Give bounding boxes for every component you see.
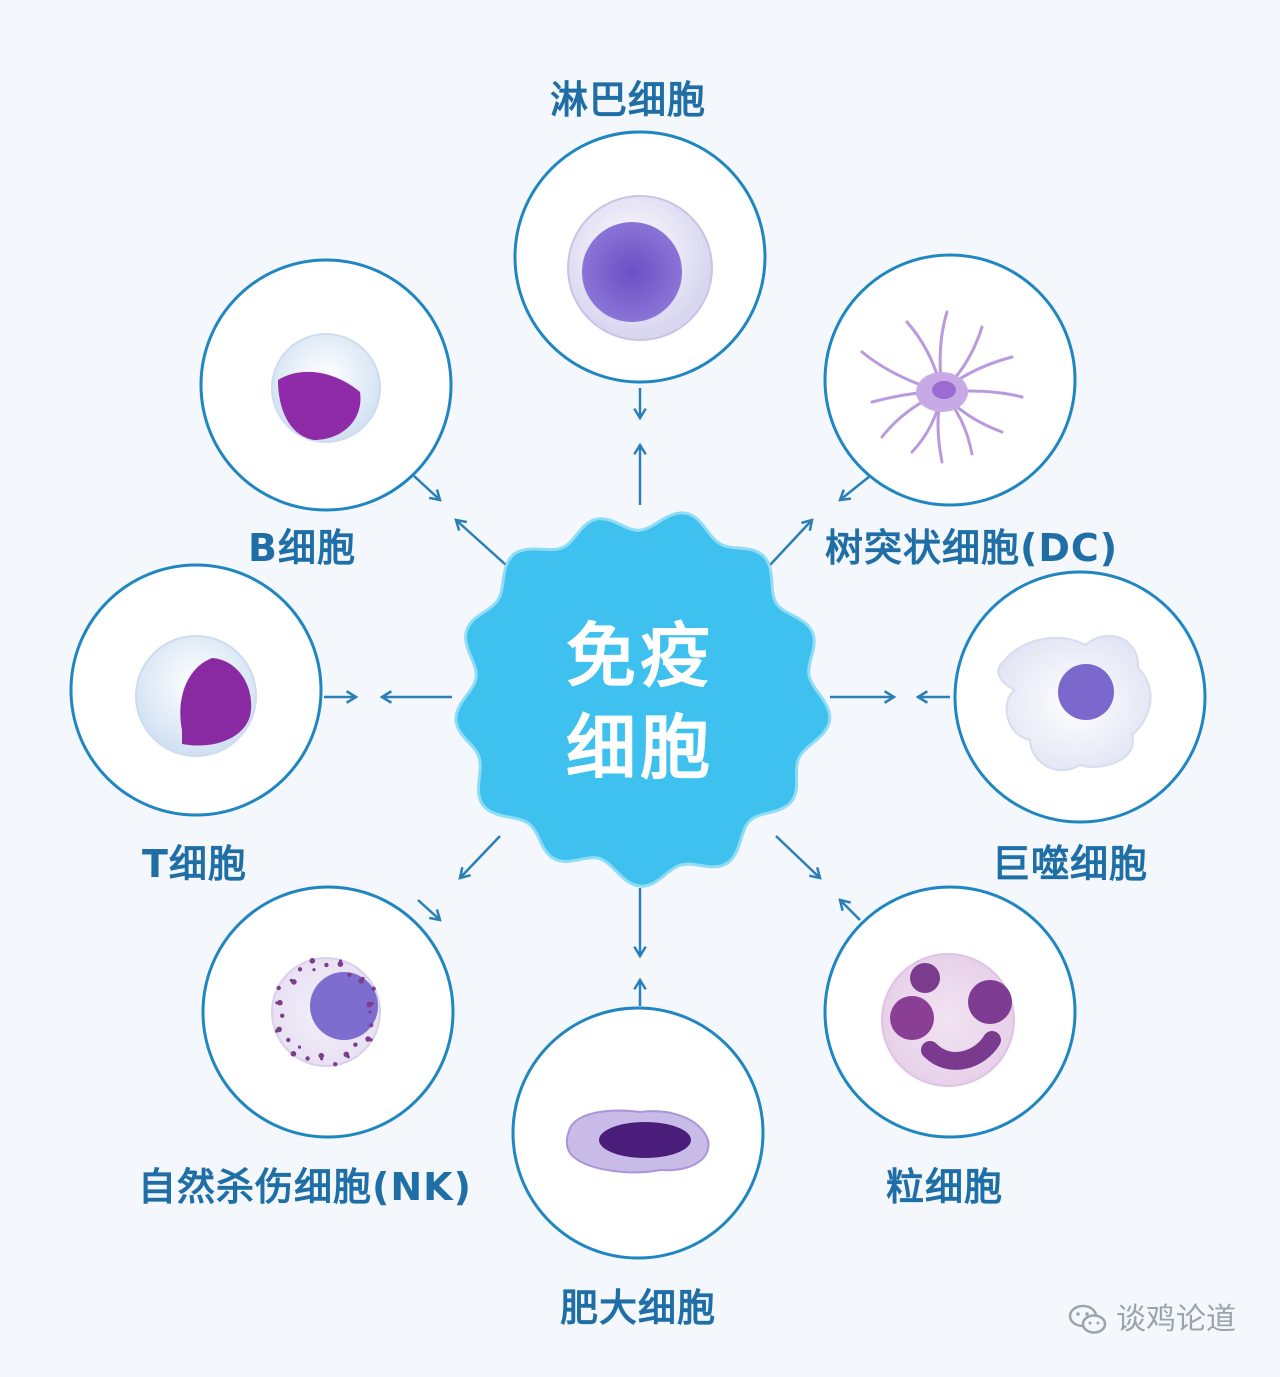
label-granulocyte: 粒细胞 [886, 1165, 1004, 1209]
label-t: T细胞 [142, 842, 247, 886]
lymphocyte-cell-image [567, 195, 713, 341]
dendritic-cell-image [860, 310, 1024, 464]
arrowhead [428, 909, 442, 922]
arrow-line [455, 519, 507, 566]
nk-granule [370, 1001, 374, 1006]
arrowhead [633, 977, 647, 991]
arrow-line [459, 835, 501, 879]
arrowhead [633, 945, 647, 959]
nk-granule [309, 958, 316, 964]
t-cell-image [135, 635, 257, 757]
nk-granule [346, 1055, 350, 1059]
nk-granule [320, 1057, 324, 1061]
arrowhead [379, 690, 393, 704]
arrowhead [808, 867, 822, 880]
nk-granule [286, 1037, 291, 1043]
arrowhead [345, 690, 359, 704]
arrowhead [838, 489, 852, 502]
arrowhead [801, 518, 814, 532]
arrow-line [839, 899, 861, 921]
arrowhead [883, 690, 897, 704]
nk-granule [312, 968, 316, 972]
mast-cell-image [565, 1109, 710, 1174]
arrow-line [775, 835, 821, 879]
nk-granule [305, 1056, 310, 1061]
watermark-text: 谈鸡论道 [1116, 1302, 1236, 1337]
arrowhead [428, 489, 442, 502]
nk-granule [338, 959, 343, 963]
label-mast: 肥大细胞 [560, 1286, 717, 1330]
nk-granule [276, 985, 281, 991]
nk-granule [353, 1042, 358, 1047]
label-dendritic: 树突状细胞(DC) [825, 526, 1119, 570]
arrowhead [454, 518, 468, 531]
nk-granule [368, 1022, 374, 1028]
nk-granule [337, 961, 344, 967]
nk-granule [297, 967, 303, 972]
nk-granule [361, 976, 365, 980]
arrowhead [915, 690, 929, 704]
watermark: 谈鸡论道 [1068, 1302, 1236, 1338]
center-title-line2: 细胞 [566, 707, 714, 789]
center-title-line1: 免疫 [566, 615, 714, 697]
nk-granule [297, 1045, 302, 1049]
immune-cell-blob [454, 511, 832, 888]
nk-granule [275, 1029, 279, 1033]
arrowhead [633, 407, 647, 421]
wechat-icon [1068, 1304, 1107, 1334]
b-cell-image [271, 333, 381, 443]
nk-granule [318, 1052, 325, 1059]
nk-granule [277, 999, 283, 1006]
nk-granule [324, 962, 329, 968]
arrow-line [417, 899, 441, 921]
arrow-line [413, 475, 441, 501]
arrowhead [838, 898, 851, 911]
nk-granule [347, 972, 352, 977]
nk-granule [290, 1051, 297, 1057]
arrow-line [769, 519, 813, 566]
nk-granule [333, 1062, 338, 1067]
connector-arrows [324, 388, 950, 1006]
arrow-line [839, 475, 871, 501]
arrowhead [458, 866, 471, 880]
macrophage-cell-image [997, 634, 1152, 772]
label-b: B细胞 [248, 526, 356, 570]
arrowhead [633, 442, 647, 456]
granulocyte-cell-image [881, 953, 1015, 1087]
nk-granule [365, 1036, 371, 1042]
label-macrophage: 巨噬细胞 [992, 842, 1149, 886]
nk-granule [368, 1010, 372, 1014]
nk-granule [275, 1001, 279, 1005]
label-nk: 自然杀伤细胞(NK) [138, 1165, 472, 1209]
label-lymphocyte: 淋巴细胞 [550, 78, 707, 122]
nk-cell-image [271, 957, 381, 1067]
nk-granule [280, 1013, 285, 1018]
nk-granule [289, 978, 293, 982]
nk-granule [371, 986, 376, 991]
nk-granule [369, 1038, 373, 1042]
